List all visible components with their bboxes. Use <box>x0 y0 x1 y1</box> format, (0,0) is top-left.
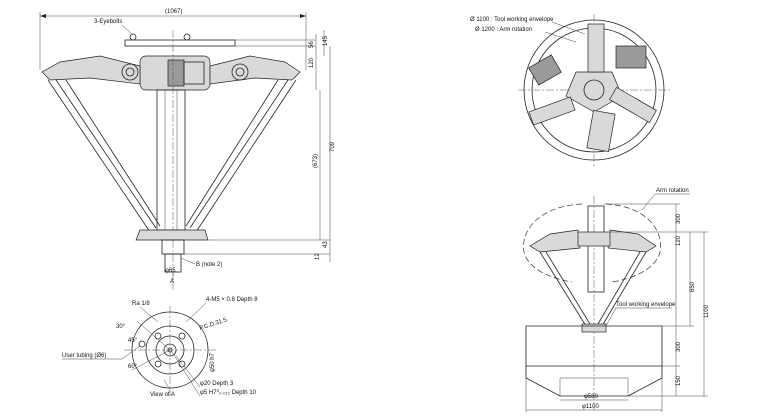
dim-12: 12 <box>315 253 321 260</box>
dia-65-label: φ65 <box>165 268 176 274</box>
side-center-shaft <box>587 205 605 293</box>
tool-envelope-bottom <box>525 366 663 397</box>
arm-rotation-arc-left <box>523 203 583 283</box>
ra-label: Ra 1/8 <box>132 301 150 307</box>
m5-label: 4-M5 × 0.8 Depth 8 <box>206 297 258 303</box>
center-shaft <box>156 89 186 231</box>
dim-56: 56 <box>309 41 315 48</box>
top-arm-lower <box>586 109 616 153</box>
angle-45: 45° <box>128 338 138 344</box>
eyebolt-icon <box>129 33 137 41</box>
arm-rotation-arc-right <box>605 203 661 283</box>
tool-envelope-side-label: Tool working envelope <box>616 302 676 308</box>
side-platform <box>581 323 607 333</box>
side-view: Arm rotation Tool working envelope <box>523 188 710 412</box>
top-arm-right <box>609 86 657 124</box>
view-a-marker: A <box>170 279 174 285</box>
side-upper-arm-left <box>529 229 581 253</box>
side-dim-300b: 300 <box>676 341 682 352</box>
top-arm-upper <box>587 23 605 73</box>
pcd-label: P.C.D.31.5 <box>199 317 229 332</box>
side-dim-650: 650 <box>690 281 696 292</box>
base-plate <box>124 39 236 47</box>
tool-envelope-label: Ø 1100 : Tool working envelope <box>470 17 554 23</box>
angle-60: 60° <box>128 364 138 370</box>
tubing-port-icon <box>138 340 146 348</box>
top-arm-left <box>528 96 576 126</box>
dim-120: 120 <box>309 57 315 68</box>
dim-673: (673) <box>313 154 319 168</box>
upper-arm-left <box>41 55 141 85</box>
dia-580-label: φ580 <box>584 394 599 400</box>
dia-1100-label: φ1100 <box>582 404 599 410</box>
top-motor-right <box>615 45 647 69</box>
eyebolt-icon <box>183 33 191 41</box>
width-dimension-label: (1067) <box>165 9 182 15</box>
arm-rotation-side-label: Arm rotation <box>656 188 689 194</box>
d50-label: φ50 h7 <box>210 352 216 372</box>
angle-30: 30° <box>116 324 126 330</box>
arm-rotation-label: Ø 1200 : Arm rotation <box>475 27 532 33</box>
dim-145: 145 <box>323 35 329 46</box>
side-dim-150: 150 <box>676 375 682 386</box>
top-motor-left <box>528 54 562 86</box>
top-base-hex <box>565 71 623 113</box>
side-upper-arm-right <box>607 229 657 253</box>
dim-43: 43 <box>323 241 329 248</box>
end-effector-platform <box>135 229 209 241</box>
view-a: Ra 1/8 4-M5 × 0.8 Depth 8 P.C.D.31.5 30°… <box>62 297 258 398</box>
eyebolts-label: 3-Eyebolts <box>94 19 122 25</box>
front-view: (1067) 3-Eyebolts 56 145 120 <box>39 9 336 290</box>
d20-label: φ20 Depth 3 <box>200 381 234 387</box>
side-dim-300a: 300 <box>676 213 682 224</box>
motor-center <box>167 59 185 87</box>
side-dim-1100: 1100 <box>704 304 710 318</box>
side-dim-120: 120 <box>676 235 682 246</box>
dim-709: 709 <box>330 141 336 152</box>
upper-arm-right <box>209 55 301 85</box>
view-a-label: View of A <box>150 392 175 398</box>
top-view: Ø 1100 : Tool working envelope Ø 1200 : … <box>470 14 670 168</box>
user-tubing-label: User tubing (Ø6) <box>62 353 106 359</box>
side-motor <box>577 231 611 247</box>
note-b-label: B (note 2) <box>196 262 222 268</box>
d5-label: φ5 H7⁰₀.₀₁₂ Depth 10 <box>200 389 257 396</box>
